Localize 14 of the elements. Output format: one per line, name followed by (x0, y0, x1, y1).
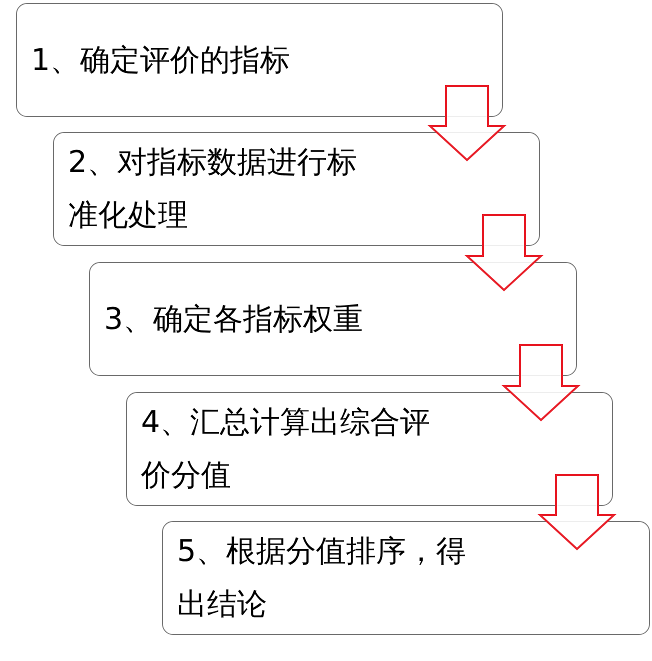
step-box (53, 132, 540, 246)
step-text: 2、对指标数据进行标准化处理 (68, 144, 358, 235)
step-box (16, 3, 503, 117)
step-text: 5、根据分值排序，得出结论 (177, 533, 468, 624)
down-arrow (501, 344, 581, 422)
down-arrow (537, 474, 617, 550)
step-text: 4、汇总计算出综合评价分值 (141, 404, 432, 495)
down-arrow (427, 85, 507, 162)
step-box (162, 521, 650, 635)
step-text: 3、确定各指标权重 (104, 300, 364, 338)
step-box (126, 392, 613, 506)
step-text: 1、确定评价的指标 (31, 42, 292, 80)
down-arrow (464, 214, 544, 292)
step-box (89, 262, 577, 376)
